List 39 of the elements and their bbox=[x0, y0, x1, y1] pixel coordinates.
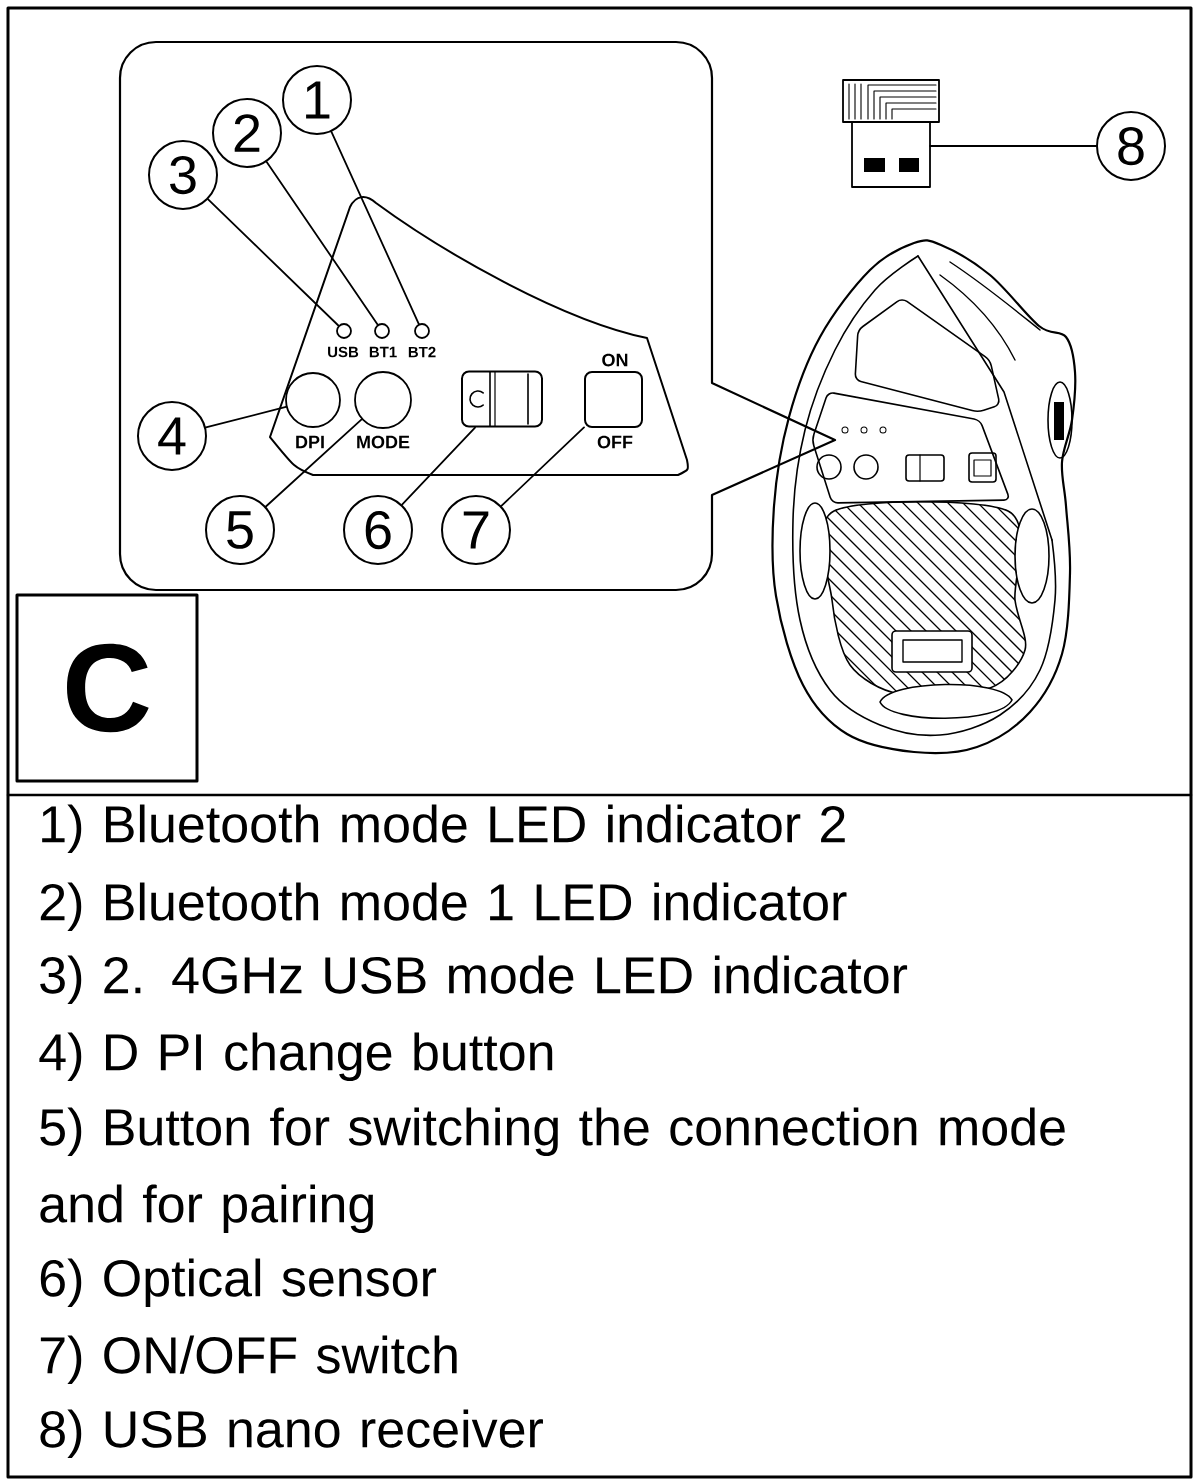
usb-receiver bbox=[842, 79, 940, 188]
callout-number: 5 bbox=[205, 495, 275, 565]
callout-number: 2 bbox=[212, 98, 282, 168]
led-indicator bbox=[414, 323, 430, 339]
part-description: 3) 2. 4GHz USB mode LED indicator bbox=[40, 955, 908, 1004]
leader-line bbox=[265, 161, 379, 326]
led-label: USB bbox=[328, 346, 359, 358]
button-label: DPI bbox=[296, 435, 324, 449]
part-description: 2) Bluetooth mode 1 LED indicator bbox=[40, 882, 847, 931]
led-label: BT1 bbox=[369, 346, 397, 358]
leader-line bbox=[265, 418, 363, 508]
leader-line bbox=[207, 198, 340, 327]
led-indicator bbox=[336, 323, 352, 339]
switch-label: OFF bbox=[597, 435, 633, 449]
callout-number: 1 bbox=[282, 65, 352, 135]
part-description: 7) ON/OFF switch bbox=[40, 1335, 457, 1384]
leader-line bbox=[929, 145, 1097, 147]
leader-line bbox=[205, 406, 287, 429]
round-button bbox=[354, 371, 412, 429]
part-description: 5) Button for switching the connection mode and for pairing bbox=[40, 1107, 1065, 1233]
led-label: BT2 bbox=[408, 346, 436, 358]
part-description: 6) Optical sensor bbox=[40, 1258, 437, 1307]
round-button bbox=[285, 372, 341, 428]
callout-number: 8 bbox=[1096, 111, 1166, 181]
part-description: 8) USB nano receiver bbox=[40, 1409, 543, 1458]
part-description: 4) D PI change button bbox=[39, 1032, 553, 1081]
callout-number: 6 bbox=[343, 495, 413, 565]
switch-label: ON bbox=[602, 353, 628, 367]
callout-number: 3 bbox=[148, 140, 218, 210]
letter-box: C bbox=[15, 593, 199, 783]
leader-line bbox=[401, 426, 476, 506]
callout-number: 7 bbox=[441, 495, 511, 565]
power-switch bbox=[584, 371, 643, 428]
led-indicator bbox=[374, 323, 390, 339]
callout-number: 4 bbox=[137, 401, 207, 471]
sensor-window bbox=[461, 370, 543, 428]
leader-line bbox=[330, 130, 420, 325]
leader-line bbox=[500, 426, 585, 507]
button-label: MODE bbox=[357, 435, 410, 449]
